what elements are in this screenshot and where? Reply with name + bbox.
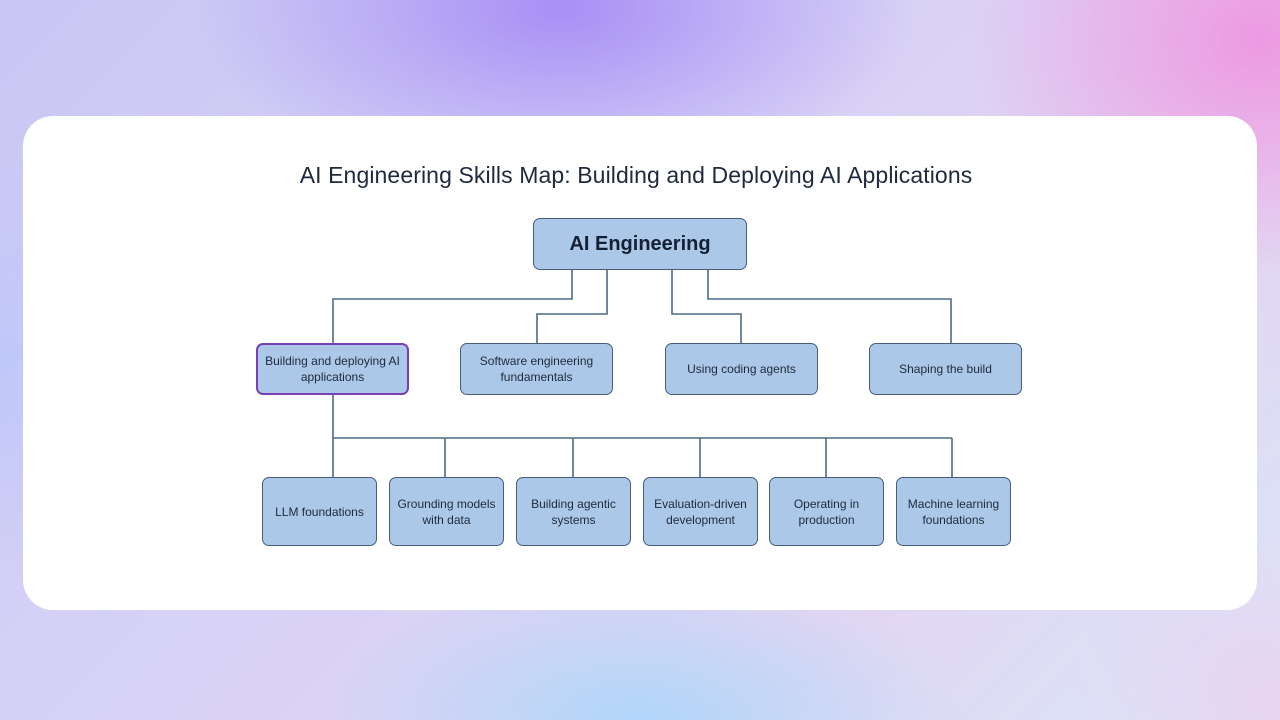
node-ai-engineering[interactable]: AI Engineering: [533, 218, 747, 270]
node-ml-foundations[interactable]: Machine learning foundations: [896, 477, 1011, 546]
connector-root-to-shaping: [707, 270, 952, 344]
node-operating-production[interactable]: Operating in production: [769, 477, 884, 546]
node-llm-foundations[interactable]: LLM foundations: [262, 477, 377, 546]
connector-root-to-building: [332, 270, 573, 344]
connector-root-to-coding: [671, 270, 742, 344]
node-shaping-build[interactable]: Shaping the build: [869, 343, 1022, 395]
node-coding-agents[interactable]: Using coding agents: [665, 343, 818, 395]
node-software-engineering[interactable]: Software engineering fundamentals: [460, 343, 613, 395]
connector-root-to-software: [536, 270, 608, 344]
node-agentic-systems[interactable]: Building agentic systems: [516, 477, 631, 546]
node-grounding-models[interactable]: Grounding models with data: [389, 477, 504, 546]
node-evaluation-driven[interactable]: Evaluation-driven development: [643, 477, 758, 546]
diagram-card: [23, 116, 1257, 610]
node-building-deploying[interactable]: Building and deploying AI applications: [256, 343, 409, 395]
diagram-title: AI Engineering Skills Map: Building and …: [299, 162, 973, 188]
